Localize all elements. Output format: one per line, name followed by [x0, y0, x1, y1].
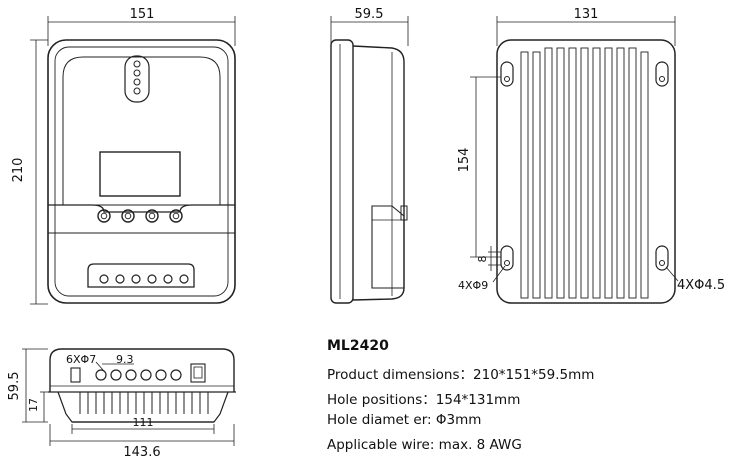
mounting-hole-top-right [655, 61, 669, 87]
front-body-inner-outline [54, 46, 229, 297]
back-width-label: 131 [574, 7, 599, 22]
bottom-housing-outline [49, 348, 235, 392]
terminal-pitch-label: 9.3 [116, 353, 134, 366]
heatsink-fin-7 [592, 47, 601, 299]
bottom-terminal-3 [125, 369, 137, 381]
bottom-terminal-5 [155, 369, 167, 381]
terminal-1 [99, 274, 109, 284]
terminal-strip [87, 263, 195, 288]
side-cover-tab [400, 205, 408, 221]
heatsink-fin-11 [640, 51, 649, 299]
heatsink-fin-2 [532, 51, 541, 299]
bottom-port-left [70, 367, 81, 383]
heatsink-fin-5 [568, 47, 577, 299]
heatsink-fin-4 [556, 47, 565, 299]
button-3 [145, 209, 159, 223]
bottom-terminal-1 [95, 369, 107, 381]
led-indicator-3 [133, 78, 141, 86]
button-2 [121, 209, 135, 223]
front-height-label: 210 [11, 158, 26, 183]
side-view: 59.5 [330, 7, 409, 304]
button-4 [169, 209, 183, 223]
heatsink-fin-1 [520, 51, 529, 299]
led-indicator-2 [133, 69, 141, 77]
front-top-panel [62, 56, 221, 206]
spec-block: ML2420 Product dimensions：210*151*59.5mm… [327, 338, 727, 461]
heatsink-fin-3 [544, 47, 553, 299]
led-indicator-strip [124, 55, 150, 103]
small-offset-label: 8 [476, 256, 489, 263]
side-depth-label: 59.5 [355, 7, 384, 22]
bottom-view: 59.5 17 6XΦ7 9.3 [7, 348, 236, 460]
heatsink-fin-10 [628, 47, 637, 299]
terminal-4 [147, 274, 157, 284]
bottom-terminal-6 [170, 369, 182, 381]
side-back-plate [330, 39, 354, 304]
led-indicator-4 [133, 87, 141, 95]
side-housing [352, 45, 405, 301]
back-view: 131 [457, 7, 725, 304]
bottom-height-label: 59.5 [7, 372, 22, 401]
bottom-terminal-2 [110, 369, 122, 381]
bottom-heatsink-fins [79, 392, 209, 414]
terminal-note: 6XΦ7 [66, 353, 96, 366]
fin-height-label: 17 [27, 398, 40, 412]
spec-applicable-wire: Applicable wire: max. 8 AWG [327, 436, 522, 453]
terminal-5 [163, 274, 173, 284]
side-terminal-block [371, 205, 405, 289]
mounting-hole-bottom-right [655, 245, 669, 271]
button-1 [97, 209, 111, 223]
heatsink-fin-8 [604, 47, 613, 299]
hole-spacing-label: 154 [457, 148, 472, 173]
mounting-hole-bottom-left [500, 245, 514, 271]
heatsink-fin-9 [616, 47, 625, 299]
front-body-outline [47, 39, 236, 304]
heatsink-fin-6 [580, 47, 589, 299]
back-plate-outline [496, 39, 676, 304]
terminal-6 [179, 274, 189, 284]
front-view: 151 210 [11, 7, 236, 305]
terminal-2 [115, 274, 125, 284]
button-band-top [48, 204, 235, 213]
model-name: ML2420 [327, 338, 389, 354]
terminal-3 [131, 274, 141, 284]
hole-note-left: 4XΦ9 [458, 279, 488, 292]
fin-span-label: 111 [133, 416, 154, 429]
heatsink-fins [520, 47, 649, 299]
mounting-hole-top-left [500, 61, 514, 87]
led-indicator-1 [133, 60, 141, 68]
spec-product-dimensions: Product dimensions：210*151*59.5mm [327, 367, 595, 383]
bottom-terminal-4 [140, 369, 152, 381]
lcd-display [99, 151, 181, 197]
bottom-total-width-label: 143.6 [123, 445, 160, 460]
bottom-port-right [190, 363, 206, 383]
spec-hole-positions: Hole positions：154*131mm [327, 391, 521, 408]
hole-note-right: 4XΦ4.5 [677, 278, 725, 293]
front-width-label: 151 [130, 7, 155, 22]
spec-hole-diameter: Hole diamet er: Φ3mm [327, 412, 482, 428]
